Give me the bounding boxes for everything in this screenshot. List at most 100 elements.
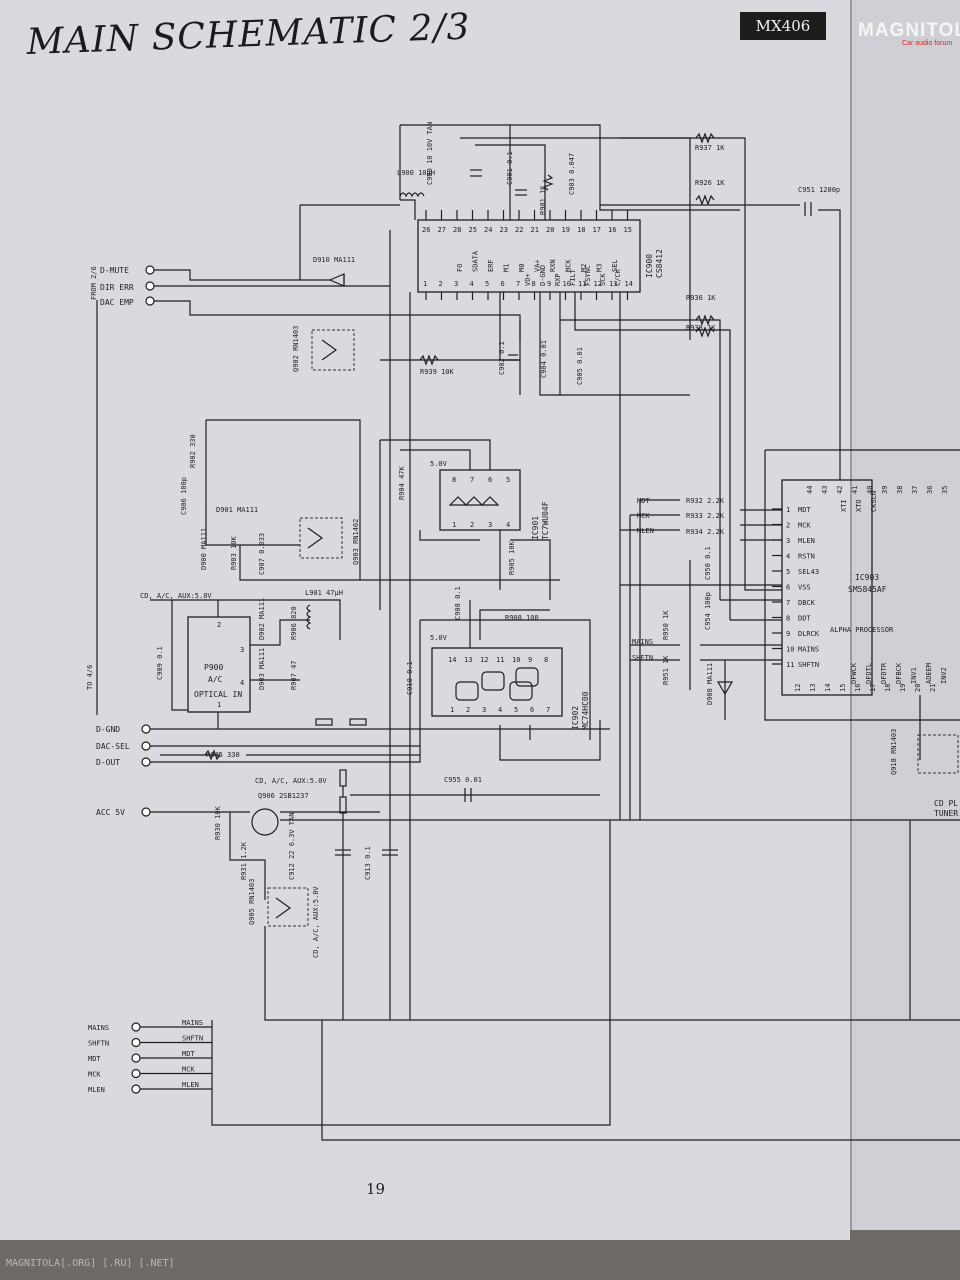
ic902-wiring xyxy=(419,600,601,761)
ic900-top-pin-number: 16 xyxy=(608,226,616,234)
ic903-bottom-signal: INV2 xyxy=(940,667,948,684)
ic903-pin-number: 3 xyxy=(786,537,790,545)
ic900-top-signal: MCK xyxy=(565,259,573,272)
q903-label: Q903 RN1402 xyxy=(352,519,360,565)
left-connectors: FROM 2/6 D-MUTE DIR ERR DAC EMP TO 4/6 D… xyxy=(86,265,155,817)
c901-label: C901 0.1 xyxy=(506,151,514,185)
page-number: 19 xyxy=(366,1180,386,1198)
ic900-top-pin-number: 24 xyxy=(484,226,492,234)
ic900-bottom-pin-number: 14 xyxy=(625,280,633,288)
ic902-top-pin-number: 13 xyxy=(464,656,472,664)
ic900-bottom-pin-number: 2 xyxy=(439,280,443,288)
ic903-bottom-signal: DFDTR xyxy=(880,662,888,684)
p900-l1: A/C xyxy=(208,675,223,684)
bus-tag: MLEN xyxy=(182,1081,199,1089)
c908-label: C908 0.1 xyxy=(454,586,462,620)
r906-label: R906 820 xyxy=(290,606,298,640)
ic900-bottom-pin-number: 12 xyxy=(594,280,602,288)
c907-label: C907 0.033 xyxy=(258,533,266,575)
r926-label: R926 1K xyxy=(695,179,725,187)
ic900-bottom-signal: C/CK xyxy=(614,268,622,286)
ic903-pin-signal: MCK xyxy=(798,522,811,530)
ic903-pin-number: 4 xyxy=(786,553,790,561)
ic903-desc: ALPHA PROCESSOR xyxy=(830,626,894,634)
d-mute-terminal xyxy=(145,265,155,275)
d900-label: D900 MA111 xyxy=(200,528,208,570)
r930-label: R930 10K xyxy=(214,805,222,840)
ic900-name: IC900 xyxy=(645,254,654,278)
acc-5v-terminal xyxy=(141,807,151,817)
ic902-bottom-pin-number: 1 xyxy=(450,706,454,714)
mck-tag: MCK xyxy=(637,512,650,520)
ic903-top-pin-number: 35 xyxy=(941,486,949,494)
bus-terminal xyxy=(131,1022,141,1032)
bus-tag: MCK xyxy=(182,1066,195,1074)
bus-left-label: MLEN xyxy=(88,1086,105,1094)
ic903-pin-number: 6 xyxy=(786,584,790,592)
l901-label: L901 47µH xyxy=(305,589,343,597)
ic903-pin-signal: RSTN xyxy=(798,553,815,561)
d-gnd-terminal xyxy=(141,724,151,734)
to-label: TO 4/6 xyxy=(86,665,94,690)
ic900-bottom-pin-number: 1 xyxy=(423,280,427,288)
ic903-pin-signal: MAINS xyxy=(798,646,819,654)
ic903-bottom-signal: DFDTL xyxy=(865,663,873,684)
c950-label: C950 0.1 xyxy=(704,546,712,580)
ic903-bottom-pin-number: 15 xyxy=(839,684,847,692)
p900-pin-4: 4 xyxy=(240,679,244,687)
r932-label: R932 2.2K xyxy=(686,497,725,505)
ic900-top-signal: VA+ xyxy=(534,259,542,272)
ic900-top-signal: M2 xyxy=(580,264,588,272)
ic900-top-pin-number: 28 xyxy=(453,226,461,234)
bus-tag: MAINS xyxy=(182,1019,203,1027)
dir-err-terminal xyxy=(145,281,155,291)
ic901-bottom-pin-number: 3 xyxy=(488,521,492,529)
ic903-bottom-signal: ADEEM xyxy=(925,663,933,684)
ic902-top-pin-number: 10 xyxy=(512,656,520,664)
r908-label: R908 100 xyxy=(505,614,539,622)
adjacent-page xyxy=(850,0,960,1230)
r933-label: R933 2.2K xyxy=(686,512,725,520)
bus-left-label: MCK xyxy=(88,1071,101,1079)
ic903-bottom-signal: INV1 xyxy=(910,667,918,684)
ic900-top-pin-number: 15 xyxy=(624,226,632,234)
ic901-top-pin-number: 6 xyxy=(488,476,492,484)
ic900-top-signal: SDATA xyxy=(472,250,480,272)
ic902-bottom-pin-number: 7 xyxy=(546,706,550,714)
ic901-label: IC901 xyxy=(531,516,540,540)
ic901-bottom-pin-number: 1 xyxy=(452,521,456,529)
supply-label-1: CD, A/C, AUX:5.0V xyxy=(140,592,212,600)
ic903-pin-number: 1 xyxy=(786,506,790,514)
ic903-bottom-pin-number: 17 xyxy=(869,684,877,692)
r902-label: R902 330 xyxy=(189,434,197,468)
c900-label: C900 10 10V TAN xyxy=(426,122,434,185)
bus-terminal xyxy=(131,1053,141,1063)
r901-label: R901 1K xyxy=(539,185,547,215)
ic900-wiring xyxy=(299,124,841,1020)
shftn-tag: SHFTN xyxy=(632,654,653,662)
ic900-top-signal: SEL xyxy=(611,259,619,272)
dac-sel-terminal xyxy=(141,741,151,751)
ic901-parts: R902 330 C906 100p D901 MA111 D900 MA111… xyxy=(180,434,516,575)
ic903-name: IC903 xyxy=(855,573,879,582)
ic900-bottom-pin-number: 8 xyxy=(532,280,536,288)
r938-label: R938 1K xyxy=(686,324,716,332)
ic903-bottom-pin-number: 21 xyxy=(929,684,937,692)
d910-label: D910 MA111 xyxy=(313,256,355,264)
ic900-bottom-signal: RXP xyxy=(554,273,562,286)
ic903-pin-number: 2 xyxy=(786,522,790,530)
ic902-bottom-pin-number: 6 xyxy=(530,706,534,714)
tuner-label: TUNER xyxy=(934,809,958,818)
c902-label: C902 0.1 xyxy=(498,341,506,375)
cd-pl-label: CD PL xyxy=(934,799,958,808)
ic902-bottom-pin-number: 4 xyxy=(498,706,502,714)
ic900-top-pin-number: 26 xyxy=(422,226,430,234)
r939-label: R939 10K xyxy=(420,368,455,376)
r934-label: R934 2.2K xyxy=(686,528,725,536)
bus-terminal xyxy=(131,1084,141,1094)
r905-label: R905 10K xyxy=(508,540,516,575)
l900-label: L900 10µH xyxy=(397,169,435,177)
ic900-bottom-pin-number: 11 xyxy=(578,280,586,288)
